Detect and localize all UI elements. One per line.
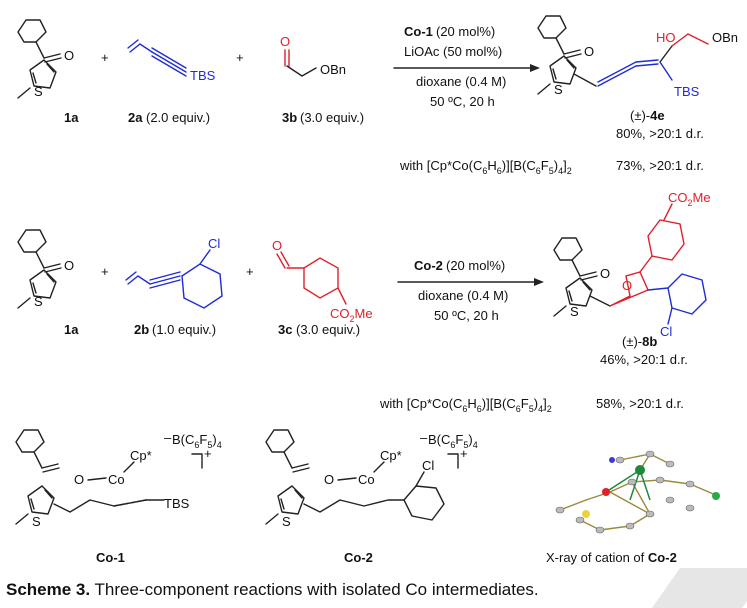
catalyst-loading-r1: (20 mol%)	[436, 24, 495, 39]
solvent-r1: dioxane (0.4 M)	[416, 74, 506, 89]
svg-text:O: O	[622, 278, 632, 293]
reagent-1a-structure-r1: O S	[17, 19, 74, 99]
catalyst-r1: Co-1	[404, 24, 433, 39]
product-4e-structure: O S TBS HO OBn	[537, 15, 738, 99]
plus-sign: +	[236, 50, 244, 65]
caption-label: Scheme 3.	[6, 580, 91, 599]
solvent-r2: dioxane (0.4 M)	[418, 288, 508, 303]
svg-text:S: S	[34, 294, 43, 309]
svg-text:O: O	[584, 44, 594, 59]
svg-text:B(C6F5)4: B(C6F5)4	[428, 432, 478, 450]
additive-r1: LiOAc (50 mol%)	[404, 44, 502, 59]
svg-text:TBS: TBS	[164, 496, 190, 511]
svg-text:S: S	[554, 82, 563, 97]
svg-text:Cl: Cl	[660, 324, 672, 339]
reagent-2a-structure: TBS	[127, 39, 216, 83]
reagent-2b-label: 2b	[134, 322, 149, 337]
svg-text:O: O	[74, 472, 84, 487]
xray-structure	[555, 450, 720, 534]
intermediate-co2: O Co Cp* S Cl – B(C6F5)4 +	[265, 429, 478, 529]
alt-catalyst-r2: with [Cp*Co(C6H6)][B(C6F5)4]2	[379, 396, 552, 414]
reagent-1a-structure-r2: O S	[17, 229, 74, 309]
reaction1: O S 1a + TBS 2a (2.0 equiv.) + O OB	[17, 15, 738, 176]
svg-text:O: O	[64, 48, 74, 63]
reagent-3b-label: 3b	[282, 110, 297, 125]
plus-sign: +	[246, 264, 254, 279]
alt-yield-r1: 73%, >20:1 d.r.	[616, 158, 704, 173]
svg-text:Co: Co	[358, 472, 375, 487]
reagent-3c-equiv: (3.0 equiv.)	[296, 322, 360, 337]
svg-text:S: S	[32, 514, 41, 529]
alt-catalyst-r1: with [Cp*Co(C6H6)][B(C6F5)4]2	[399, 158, 572, 176]
svg-text:O: O	[324, 472, 334, 487]
catalyst-r2: Co-2	[414, 258, 443, 273]
svg-text:Co: Co	[108, 472, 125, 487]
conditions-r1: 50 ºC, 20 h	[430, 94, 495, 109]
svg-text:S: S	[282, 514, 291, 529]
svg-text:–: –	[420, 430, 428, 445]
svg-text:S: S	[570, 304, 579, 319]
svg-text:–: –	[164, 430, 172, 445]
svg-text:TBS: TBS	[190, 68, 216, 83]
svg-text:OBn: OBn	[320, 62, 346, 77]
svg-text:CO2Me: CO2Me	[330, 306, 373, 324]
catalyst-loading-r2: (20 mol%)	[446, 258, 505, 273]
svg-text:+: +	[460, 446, 468, 461]
svg-text:TBS: TBS	[674, 84, 700, 99]
reagent-2a-equiv: (2.0 equiv.)	[146, 110, 210, 125]
plus-sign: +	[101, 264, 109, 279]
reagent-3c-label: 3c	[278, 322, 292, 337]
svg-text:S: S	[34, 84, 43, 99]
conditions-r2: 50 ºC, 20 h	[434, 308, 499, 323]
reagent-3b-equiv: (3.0 equiv.)	[300, 110, 364, 125]
svg-text:Cp*: Cp*	[380, 448, 402, 463]
reaction2: O S 1a + Cl 2b (1.0 equiv.) + O	[17, 190, 711, 414]
svg-text:Cp*: Cp*	[130, 448, 152, 463]
svg-text:+: +	[204, 446, 212, 461]
svg-text:O: O	[280, 34, 290, 49]
xray-label: X-ray of cation of Co-2	[546, 550, 677, 565]
plus-sign: +	[101, 50, 109, 65]
scheme-canvas: O S 1a + TBS 2a (2.0 equiv.) + O OB	[15, 15, 738, 565]
svg-text:OBn: OBn	[712, 30, 738, 45]
svg-text:Cl: Cl	[422, 458, 434, 473]
svg-text:O: O	[272, 238, 282, 253]
alt-yield-r2: 58%, >20:1 d.r.	[596, 396, 684, 411]
figure-caption: Scheme 3. Three-component reactions with…	[6, 580, 539, 600]
reagent-2b-structure: Cl	[125, 236, 223, 309]
reagent-2b-equiv: (1.0 equiv.)	[152, 322, 216, 337]
reagent-1a-label-r2: 1a	[64, 322, 79, 337]
caption-text: Three-component reactions with isolated …	[90, 580, 539, 599]
svg-text:CO2Me: CO2Me	[668, 190, 711, 208]
svg-text:B(C6F5)4: B(C6F5)4	[172, 432, 222, 450]
reagent-3c-structure: O CO2Me	[272, 238, 373, 324]
reagent-1a-label-r1: 1a	[64, 110, 79, 125]
svg-text:Cl: Cl	[208, 236, 220, 251]
product-4e-label: (±)-4e	[630, 108, 665, 123]
yield-r1: 80%, >20:1 d.r.	[616, 126, 704, 141]
co1-label: Co-1	[96, 550, 125, 565]
reagent-2a-label: 2a	[128, 110, 143, 125]
svg-text:O: O	[64, 258, 74, 273]
co2-label: Co-2	[344, 550, 373, 565]
svg-text:HO: HO	[656, 30, 676, 45]
yield-r2: 46%, >20:1 d.r.	[600, 352, 688, 367]
product-8b-label: (±)-8b	[622, 334, 657, 349]
product-8b-structure: O S O CO2Me Cl	[553, 190, 711, 339]
reagent-3b-structure: O OBn	[280, 34, 346, 77]
intermediate-co1: O Co Cp* S TBS – B(C6F5)4 +	[15, 429, 222, 529]
svg-text:O: O	[600, 266, 610, 281]
